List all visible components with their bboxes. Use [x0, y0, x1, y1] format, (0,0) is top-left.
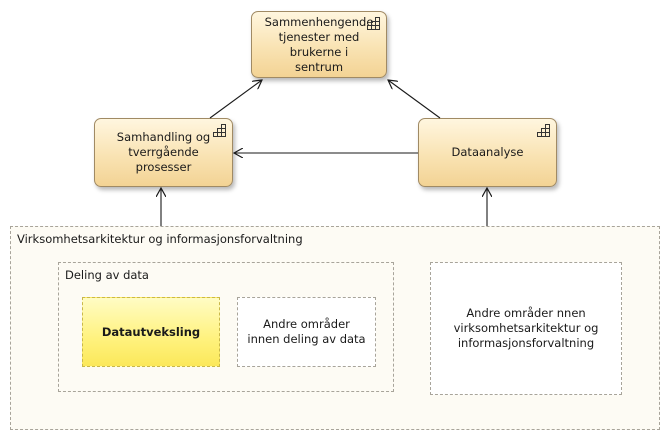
capability-icon	[367, 17, 380, 30]
item-datautveksling[interactable]: Datautveksling	[82, 297, 220, 367]
capability-icon	[213, 124, 226, 137]
capability-dataanalyse-label: Dataanalyse	[451, 145, 524, 159]
capability-samhandling[interactable]: Samhandling og tverrgående prosesser	[94, 118, 233, 187]
edge-samhandling-to-sentrum[interactable]	[209, 80, 262, 119]
capability-dataanalyse[interactable]: Dataanalyse	[418, 118, 557, 187]
item-andre-virksomhet-label: Andre områder nnen virksomhetsarkitektur…	[453, 306, 599, 350]
item-andre-deling-label: Andre områder innen deling av data	[247, 317, 366, 346]
capability-sentrum-label: Sammenhengende tjenester med brukerne i …	[264, 14, 374, 74]
capability-icon	[537, 124, 550, 137]
group-label-deling-av-data: Deling av data	[65, 268, 149, 282]
capability-samhandling-label: Samhandling og tverrgående prosesser	[116, 130, 211, 174]
group-label-virksomhetsarkitektur: Virksomhetsarkitektur og informasjonsfor…	[17, 232, 303, 246]
item-datautveksling-label: Datautveksling	[101, 324, 201, 339]
edge-dataanalyse-to-sentrum[interactable]	[388, 80, 441, 119]
item-andre-deling[interactable]: Andre områder innen deling av data	[237, 297, 376, 367]
item-andre-virksomhet[interactable]: Andre områder nnen virksomhetsarkitektur…	[430, 262, 622, 395]
capability-sentrum[interactable]: Sammenhengende tjenester med brukerne i …	[251, 11, 387, 78]
